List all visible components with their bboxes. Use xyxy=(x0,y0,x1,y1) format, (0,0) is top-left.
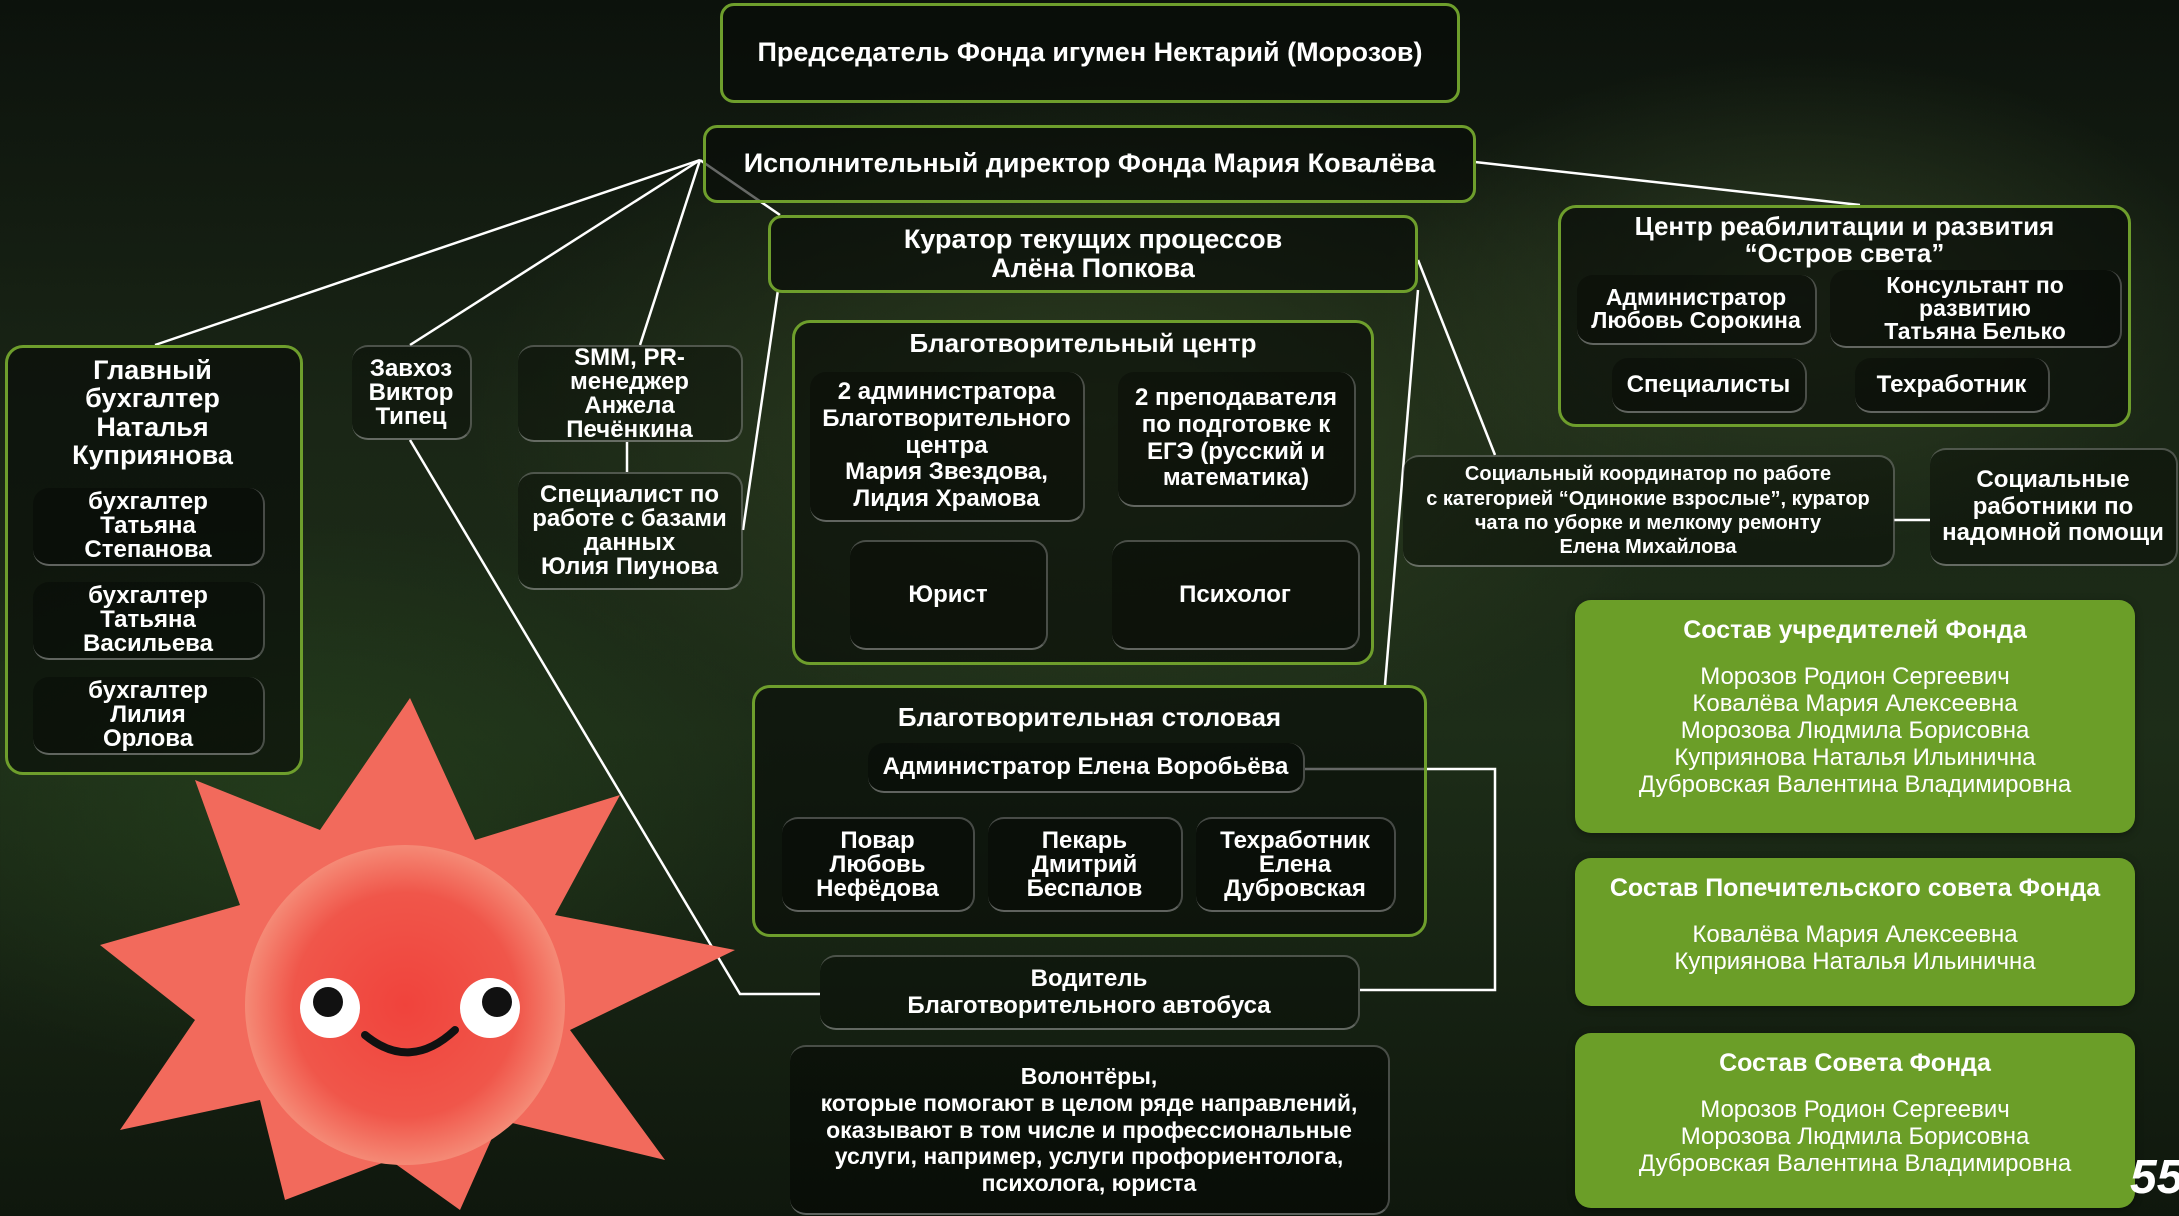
council-title: Состав Совета Фонда xyxy=(1719,1049,1991,1077)
cook-card: Повар Любовь Нефёдова xyxy=(782,817,975,912)
link-supply-driver xyxy=(408,439,820,996)
rehab-admin-card: Администратор Любовь Сорокина xyxy=(1577,275,1817,345)
link-director-supply xyxy=(409,158,701,347)
curator-box: Куратор текущих процессов Алёна Попкова xyxy=(768,215,1418,293)
sun-mascot-icon xyxy=(100,698,735,1210)
chief-accountant-title: Главный бухгалтер Наталья Куприянова xyxy=(72,355,233,471)
volunteers-card: Волонтёры, которые помогают в целом ряде… xyxy=(790,1045,1390,1215)
bus-driver-card: Водитель Благотворительного автобуса xyxy=(820,955,1360,1030)
link-curator-charity xyxy=(1383,289,1420,686)
rehab-technician-card: Техработник xyxy=(1855,358,2050,413)
charity-center-title: Благотворительный центр xyxy=(909,328,1257,358)
rehab-center-title: Центр реабилитации и развития “Остров св… xyxy=(1634,211,2055,269)
mascot-face xyxy=(245,845,565,1165)
development-consultant-card: Консультант по развитию Татьяна Белько xyxy=(1830,270,2122,348)
list-item: Дубровская Валентина Владимировна xyxy=(1638,1150,2072,1177)
baker-card: Пекарь Дмитрий Беспалов xyxy=(988,817,1183,912)
link-director-rehab xyxy=(1474,160,1861,207)
canteen-title: Благотворительная столовая xyxy=(897,702,1282,732)
canteen-technician-card: Техработник Елена Дубровская xyxy=(1196,817,1396,912)
trustees-list: Ковалёва Мария Алексеевна Куприянова Нат… xyxy=(1575,921,2135,975)
link-director-smm xyxy=(638,159,702,346)
list-item: Морозов Родион Сергеевич xyxy=(1700,663,2010,690)
list-item: Морозова Людмила Борисовна xyxy=(1680,717,2030,744)
page-number: 55 xyxy=(2130,1151,2179,1204)
founders-title: Состав учредителей Фонда xyxy=(1683,616,2027,644)
canteen-admin-card: Администратор Елена Воробьёва xyxy=(868,743,1305,793)
founders-list: Морозов Родион Сергеевич Ковалёва Мария … xyxy=(1575,663,2135,798)
list-item: Дубровская Валентина Владимировна xyxy=(1638,771,2072,798)
ege-teachers-card: 2 преподавателя по подготовке к ЕГЭ (рус… xyxy=(1118,372,1356,507)
council-panel: Состав Совета Фонда Морозов Родион Серге… xyxy=(1575,1033,2135,1208)
social-coordinator-card: Социальный координатор по работе с катег… xyxy=(1403,455,1895,567)
social-workers-card: Социальные работники по надомной помощи xyxy=(1930,448,2178,566)
supply-manager-card: Завхоз Виктор Типец xyxy=(352,345,472,440)
rehab-center-group xyxy=(1558,205,2131,427)
charity-center-group xyxy=(792,320,1374,665)
accountant-card: бухгалтер Татьяна Васильева xyxy=(33,582,265,660)
list-item: Куприянова Наталья Ильинична xyxy=(1674,948,2036,975)
lawyer-card: Юрист xyxy=(850,540,1048,650)
accountant-card: бухгалтер Татьяна Степанова xyxy=(33,488,265,566)
list-item: Куприянова Наталья Ильинична xyxy=(1674,744,2036,771)
trustees-panel: Состав Попечительского совета Фонда Кова… xyxy=(1575,858,2135,1006)
specialists-card: Специалисты xyxy=(1612,358,1807,413)
link-curator-coordinator xyxy=(1416,259,1497,456)
psychologist-card: Психолог xyxy=(1112,540,1360,650)
chairman-box: Председатель Фонда игумен Нектарий (Моро… xyxy=(720,3,1460,103)
list-item: Морозова Людмила Борисовна xyxy=(1680,1123,2030,1150)
trustees-title: Состав Попечительского совета Фонда xyxy=(1609,874,2101,902)
list-item: Морозов Родион Сергеевич xyxy=(1700,1096,2010,1123)
canteen-group xyxy=(752,685,1427,937)
link-director-accountant xyxy=(154,158,701,347)
charity-admins-card: 2 администратора Благотворительного цент… xyxy=(810,372,1085,522)
list-item: Ковалёва Мария Алексеевна xyxy=(1692,921,2018,948)
link-curator-database xyxy=(741,289,780,531)
list-item: Ковалёва Мария Алексеевна xyxy=(1692,690,2018,717)
accountant-card: бухгалтер Лилия Орлова xyxy=(33,677,265,755)
executive-director-box: Исполнительный директор Фонда Мария Кова… xyxy=(703,125,1476,203)
smile-icon xyxy=(361,1026,459,1057)
database-specialist-card: Специалист по работе с базами данных Юли… xyxy=(518,472,743,590)
founders-panel: Состав учредителей Фонда Морозов Родион … xyxy=(1575,600,2135,833)
smm-manager-card: SMM, PR- менеджер Анжела Печёнкина xyxy=(518,345,743,442)
council-list: Морозов Родион Сергеевич Морозова Людмил… xyxy=(1575,1096,2135,1177)
